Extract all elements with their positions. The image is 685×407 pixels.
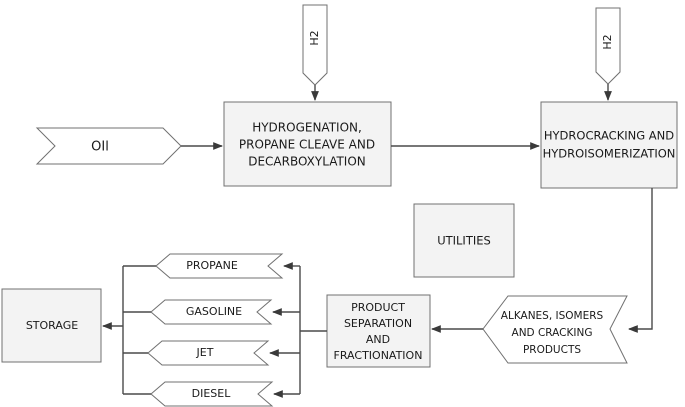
hydrogenation-box: HYDROGENATION, PROPANE CLEAVE AND DECARB… bbox=[223, 101, 392, 187]
utilities-label: UTILITIES bbox=[437, 234, 491, 248]
oil-input-label: OIl bbox=[91, 140, 109, 155]
separation-distribution-lines bbox=[269, 262, 327, 398]
storage-label: STORAGE bbox=[26, 319, 78, 332]
jet-label: JET bbox=[196, 346, 214, 359]
separation-box: PRODUCT SEPARATION AND FRACTIONATION bbox=[326, 294, 431, 368]
hydrogenation-label-line1: HYDROGENATION, bbox=[252, 121, 362, 135]
alkanes-label-line3: PRODUCTS bbox=[523, 344, 581, 356]
alkanes-label-line2: AND CRACKING bbox=[512, 327, 593, 339]
gasoline-label: GASOLINE bbox=[186, 305, 242, 318]
storage-box: STORAGE bbox=[1, 288, 102, 363]
propane-label: PROPANE bbox=[186, 259, 238, 272]
hydrogenation-label-line3: DECARBOXYLATION bbox=[248, 155, 366, 169]
arrow-hydrocracking-to-alkanes bbox=[628, 188, 653, 333]
alkanes-label-line1: ALKANES, ISOMERS bbox=[501, 310, 604, 322]
separation-label-line3: AND bbox=[366, 333, 390, 346]
h2-input-left: H2 bbox=[302, 4, 328, 86]
diesel-label: DIESEL bbox=[192, 387, 232, 400]
products-collector-lines bbox=[102, 265, 156, 395]
hydrocracking-label-line1: HYDROCRACKING AND bbox=[544, 129, 674, 143]
propane-output: PROPANE bbox=[155, 253, 284, 279]
separation-label-line1: PRODUCT bbox=[351, 301, 405, 314]
separation-label-line2: SEPARATION bbox=[344, 317, 412, 330]
gasoline-output: GASOLINE bbox=[150, 299, 273, 325]
h2-input-left-label: H2 bbox=[308, 30, 321, 45]
utilities-box: UTILITIES bbox=[413, 203, 515, 278]
h2-input-right-label: H2 bbox=[601, 34, 614, 49]
hydrogenation-label-line2: PROPANE CLEAVE AND bbox=[239, 138, 375, 152]
separation-label-line4: FRACTIONATION bbox=[334, 349, 423, 362]
oil-input: OIl bbox=[35, 127, 182, 165]
jet-output: JET bbox=[147, 340, 270, 366]
hydrocracking-label-line2: HYDROISOMERIZATION bbox=[543, 147, 676, 161]
alkanes-output: ALKANES, ISOMERS AND CRACKING PRODUCTS bbox=[482, 295, 628, 364]
hydrocracking-box: HYDROCRACKING AND HYDROISOMERIZATION bbox=[540, 101, 678, 189]
diesel-output: DIESEL bbox=[150, 381, 274, 407]
h2-input-right: H2 bbox=[595, 7, 621, 85]
